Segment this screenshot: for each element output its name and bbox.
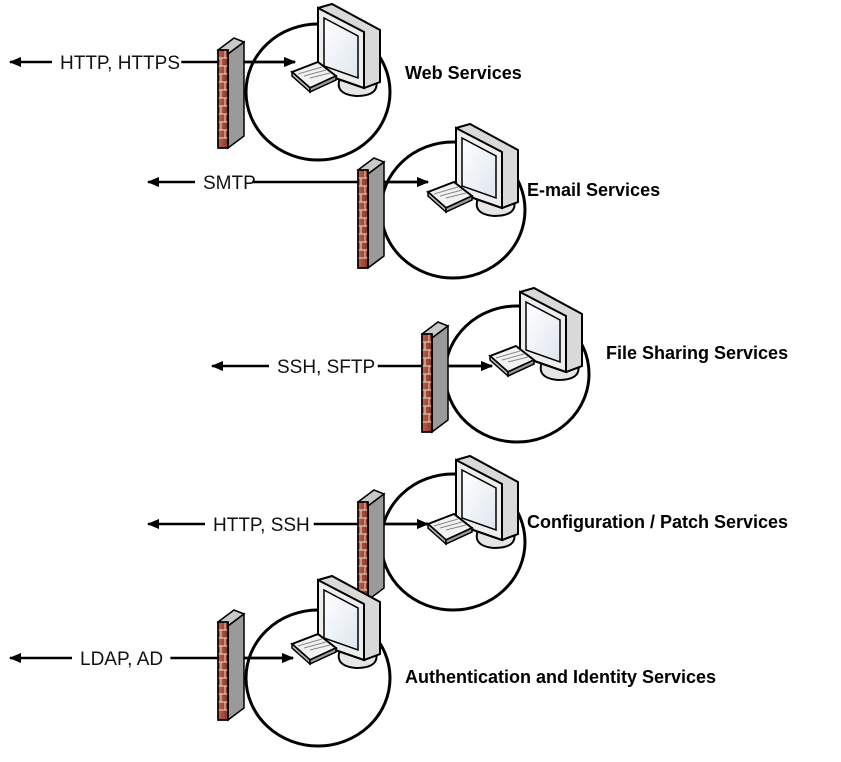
keyboard-icon <box>426 180 474 214</box>
keyboard-icon <box>290 60 338 94</box>
monitor-icon <box>317 2 381 98</box>
service-label: E-mail Services <box>527 180 660 200</box>
keyboard-icon <box>426 512 474 546</box>
protocol-label: HTTP, HTTPS <box>60 53 180 74</box>
keyboard-icon <box>290 632 338 666</box>
service-group: SMTP E-mail Services <box>147 122 660 280</box>
firewall-icon <box>356 157 386 270</box>
service-label: Configuration / Patch Services <box>527 512 788 532</box>
protocol-label: LDAP, AD <box>80 649 163 670</box>
service-label: Authentication and Identity Services <box>405 667 716 687</box>
monitor-icon <box>455 454 519 550</box>
firewall-icon <box>420 321 450 434</box>
firewall-icon <box>356 489 386 602</box>
service-group: HTTP, HTTPS Web Services <box>9 2 522 162</box>
protocol-label: SSH, SFTP <box>277 357 375 378</box>
protocol-label: SMTP <box>203 173 256 194</box>
firewall-icon <box>216 609 246 722</box>
service-group: SSH, SFTP File Sharing Services <box>211 286 788 444</box>
service-group: HTTP, SSH Configuration / Patch Services <box>147 454 788 612</box>
monitor-icon <box>317 574 381 670</box>
monitor-icon <box>455 122 519 218</box>
keyboard-icon <box>488 344 536 378</box>
monitor-icon <box>519 286 583 382</box>
service-group: LDAP, AD Authentication and Identity Serv… <box>9 574 716 748</box>
protocol-label: HTTP, SSH <box>213 515 310 536</box>
firewall-icon <box>216 37 246 150</box>
service-label: File Sharing Services <box>606 343 788 363</box>
service-label: Web Services <box>405 63 522 83</box>
